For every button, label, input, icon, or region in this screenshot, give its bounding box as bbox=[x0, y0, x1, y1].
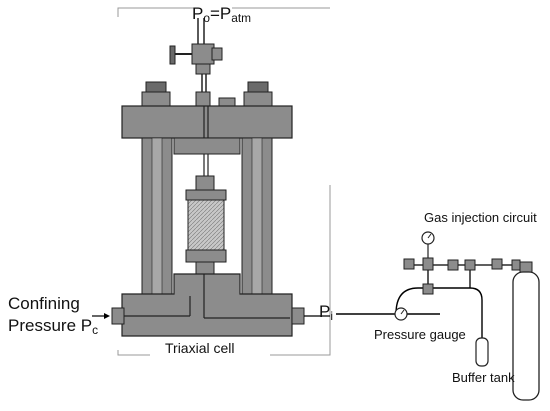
inlet-subscript: i bbox=[330, 309, 333, 323]
confining-pressure-text: Pressure P bbox=[8, 316, 93, 335]
cell-columns bbox=[141, 137, 273, 299]
gas-injection-circuit-label: Gas injection circuit bbox=[424, 210, 537, 225]
sample-assembly bbox=[185, 175, 227, 275]
outlet-atm-symbol: =P bbox=[209, 4, 232, 23]
pressure-gauge-label: Pressure gauge bbox=[374, 327, 466, 342]
outlet-atm-subscript: atm bbox=[231, 11, 252, 25]
gas-cylinder bbox=[512, 261, 540, 401]
base-plate bbox=[121, 273, 293, 337]
outlet-p-symbol: P bbox=[192, 4, 204, 23]
confining-arrow bbox=[92, 313, 110, 319]
confining-label-line1: Confining bbox=[8, 294, 80, 313]
buffer-tank bbox=[475, 337, 489, 367]
outlet-p-subscript: o bbox=[203, 11, 210, 25]
frame-outline bbox=[117, 7, 331, 356]
rock-sample bbox=[187, 199, 225, 251]
confining-label-line2: Pressure Pc bbox=[8, 316, 98, 340]
outlet-pressure-label: Po=Patm bbox=[192, 4, 251, 28]
inlet-pressure-label: Pi bbox=[319, 302, 333, 326]
inlet-p-symbol: P bbox=[319, 302, 331, 321]
outlet-valve bbox=[169, 18, 223, 107]
confining-subscript: c bbox=[92, 323, 99, 337]
top-plate bbox=[121, 105, 293, 139]
triaxial-cell-label: Triaxial cell bbox=[165, 340, 235, 356]
buffer-tank-label: Buffer tank bbox=[452, 370, 515, 385]
pressure-gauge-inline bbox=[394, 307, 408, 321]
manifold-valves bbox=[403, 231, 521, 295]
